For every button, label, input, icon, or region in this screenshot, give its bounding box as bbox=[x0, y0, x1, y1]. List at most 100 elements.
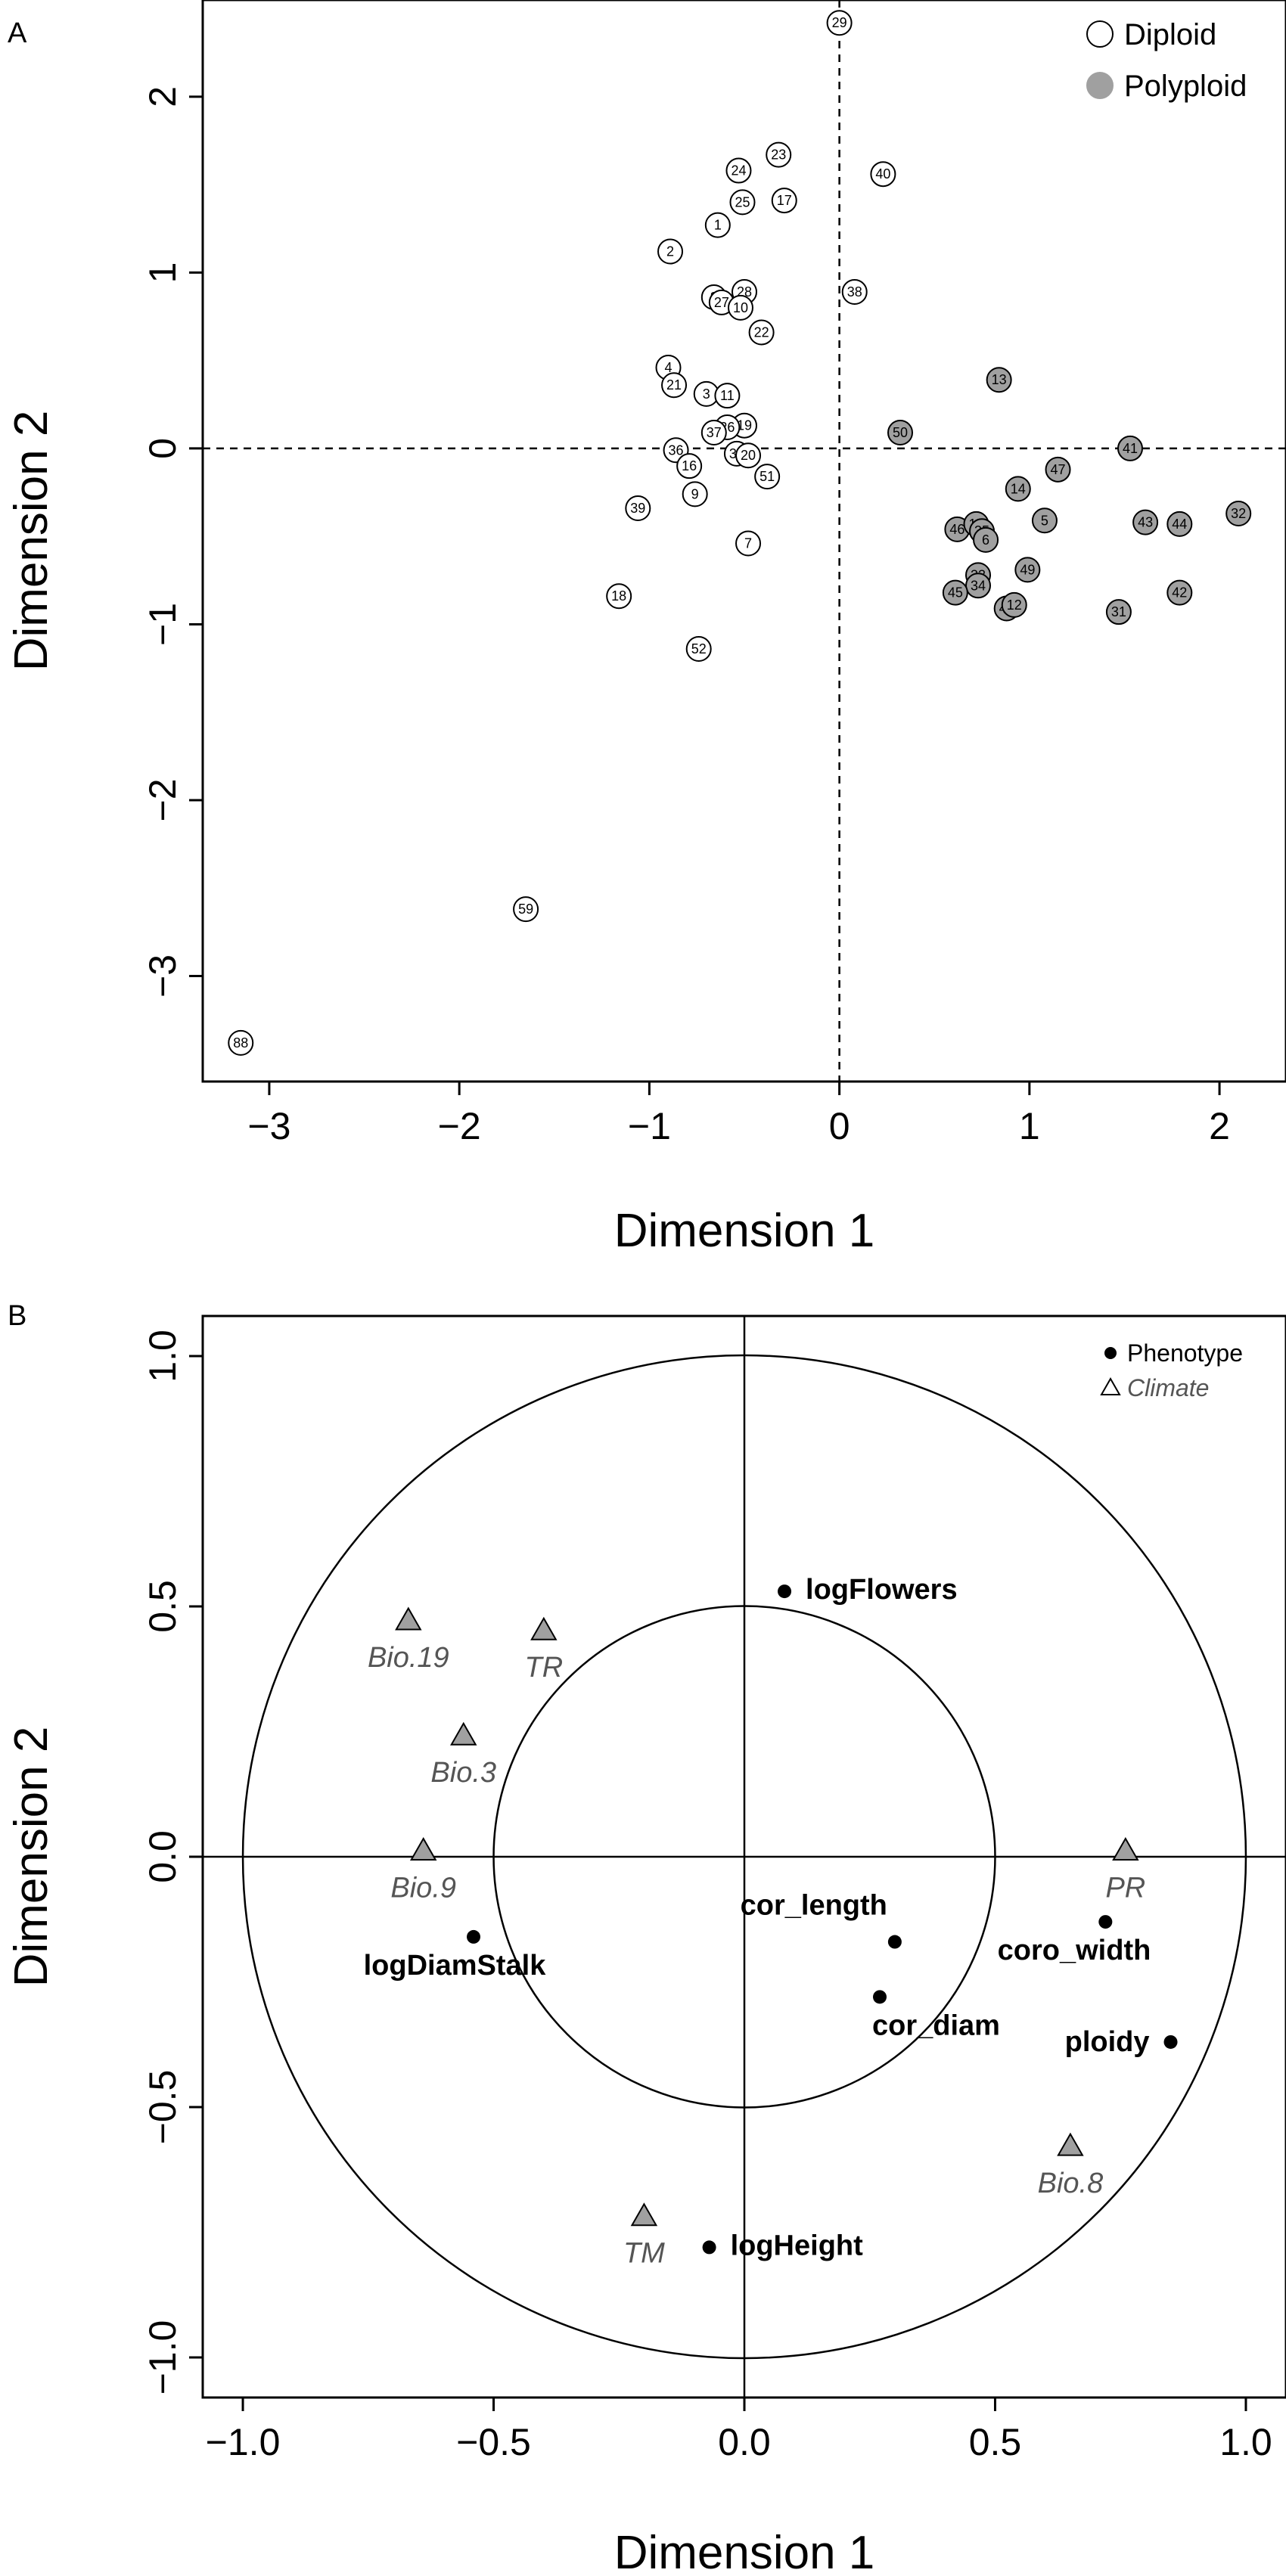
label-phenotype-logdiamstalk: logDiamStalk bbox=[364, 1950, 547, 1982]
point-label-5: 5 bbox=[1041, 513, 1048, 528]
point-diploid-2 bbox=[657, 238, 684, 265]
x-tick-label-a: 0 bbox=[829, 1105, 850, 1147]
label-climate-tr: TR bbox=[524, 1652, 563, 1684]
x-tick-label-a: −1 bbox=[628, 1105, 671, 1147]
legend-label-climate: Climate bbox=[1127, 1374, 1209, 1401]
point-polyploid-12 bbox=[1001, 591, 1027, 618]
point-climate-pr bbox=[1112, 1837, 1139, 1861]
y-tick-label-a: −2 bbox=[141, 778, 184, 821]
y-axis-title-b: Dimension 2 bbox=[5, 1727, 57, 1988]
x-axis-title-b: Dimension 1 bbox=[614, 2527, 875, 2576]
label-climate-bio-3: Bio.3 bbox=[430, 1757, 496, 1789]
x-tick-label-b: −1.0 bbox=[206, 2421, 281, 2463]
point-label-31: 31 bbox=[1111, 604, 1126, 619]
label-phenotype-coro-width: coro_width bbox=[998, 1935, 1151, 1966]
point-label-11: 11 bbox=[720, 388, 735, 403]
point-label-29: 29 bbox=[832, 15, 847, 30]
legend-label-phenotype: Phenotype bbox=[1127, 1339, 1243, 1367]
point-climate-bio-9 bbox=[409, 1837, 437, 1861]
point-diploid-39 bbox=[625, 495, 651, 521]
point-phenotype-logdiamstalk bbox=[467, 1929, 480, 1944]
point-polyploid-50 bbox=[887, 420, 914, 445]
point-label-38: 38 bbox=[847, 284, 862, 299]
point-label-24: 24 bbox=[731, 163, 746, 178]
point-climate-bio-19 bbox=[395, 1606, 422, 1631]
point-label-43: 43 bbox=[1138, 515, 1153, 530]
x-tick-label-b: 0.0 bbox=[718, 2421, 771, 2463]
label-climate-bio-9: Bio.9 bbox=[390, 1872, 456, 1904]
x-tick-label-a: 2 bbox=[1209, 1105, 1230, 1147]
point-polyploid-42 bbox=[1166, 579, 1193, 606]
point-label-42: 42 bbox=[1172, 585, 1187, 601]
x-tick-label-a: −3 bbox=[247, 1105, 290, 1147]
legend-marker-phenotype bbox=[1104, 1347, 1117, 1359]
point-diploid-37 bbox=[700, 420, 727, 445]
point-diploid-20 bbox=[735, 442, 762, 469]
point-label-13: 13 bbox=[992, 372, 1007, 387]
point-label-17: 17 bbox=[777, 193, 792, 208]
legend-a: Diploid Polyploid bbox=[1086, 18, 1247, 103]
plot-frame-b bbox=[201, 1314, 1286, 2399]
point-polyploid-31 bbox=[1105, 599, 1132, 625]
point-label-39: 39 bbox=[630, 501, 645, 516]
point-diploid-22 bbox=[748, 319, 775, 346]
point-polyploid-41 bbox=[1117, 435, 1143, 461]
y-tick-label-a: 2 bbox=[141, 86, 184, 107]
point-label-88: 88 bbox=[233, 1035, 248, 1051]
legend-label-polyploid: Polyploid bbox=[1124, 70, 1247, 103]
point-climate-bio-8 bbox=[1057, 2132, 1084, 2156]
point-label-19: 19 bbox=[737, 418, 752, 433]
point-polyploid-47 bbox=[1045, 456, 1071, 483]
x-axis-title-a: Dimension 1 bbox=[614, 1205, 875, 1257]
point-diploid-23 bbox=[766, 141, 792, 168]
label-climate-pr: PR bbox=[1105, 1872, 1145, 1904]
point-label-49: 49 bbox=[1020, 562, 1035, 577]
point-label-12: 12 bbox=[1007, 597, 1022, 613]
point-label-25: 25 bbox=[735, 194, 750, 209]
point-polyploid-5 bbox=[1031, 507, 1058, 534]
legend-marker-diploid bbox=[1086, 20, 1114, 48]
point-label-52: 52 bbox=[691, 641, 707, 656]
y-tick-label-a: 1 bbox=[141, 262, 184, 284]
legend-marker-polyploid bbox=[1086, 72, 1114, 99]
point-polyploid-45 bbox=[942, 579, 968, 606]
label-phenotype-logflowers: logFlowers bbox=[806, 1574, 958, 1606]
point-climate-tr bbox=[530, 1616, 558, 1640]
point-label-37: 37 bbox=[707, 425, 722, 440]
point-diploid-88 bbox=[228, 1029, 254, 1056]
point-label-16: 16 bbox=[682, 458, 697, 473]
point-label-32: 32 bbox=[1231, 506, 1246, 521]
point-diploid-16 bbox=[676, 453, 703, 480]
point-diploid-9 bbox=[682, 481, 708, 507]
legend-b: Phenotype Climate bbox=[1100, 1339, 1243, 1401]
point-phenotype-logheight bbox=[702, 2240, 716, 2255]
point-label-10: 10 bbox=[733, 300, 748, 315]
point-label-14: 14 bbox=[1011, 481, 1026, 496]
point-diploid-38 bbox=[841, 278, 868, 305]
point-climate-tm bbox=[630, 2202, 658, 2227]
legend-label-diploid: Diploid bbox=[1124, 18, 1216, 51]
x-tick-label-b: −0.5 bbox=[456, 2421, 531, 2463]
y-tick-label-b: 1.0 bbox=[141, 1330, 184, 1383]
point-phenotype-cor-diam bbox=[873, 1990, 887, 2004]
point-phenotype-cor-length bbox=[887, 1935, 902, 1949]
point-label-45: 45 bbox=[948, 585, 963, 601]
point-diploid-24 bbox=[725, 157, 752, 184]
y-tick-label-a: −3 bbox=[141, 954, 184, 998]
x-tick-label-a: −2 bbox=[438, 1105, 481, 1147]
label-phenotype-logheight: logHeight bbox=[731, 2230, 864, 2261]
y-tick-label-b: −0.5 bbox=[141, 2070, 184, 2145]
panel-letter-a: A bbox=[8, 17, 27, 49]
x-tick-label-b: 1.0 bbox=[1219, 2421, 1272, 2463]
y-tick-label-b: −1.0 bbox=[141, 2320, 184, 2395]
label-climate-tm: TM bbox=[623, 2238, 665, 2270]
label-phenotype-ploidy: ploidy bbox=[1065, 2026, 1150, 2058]
y-tick-label-a: −1 bbox=[141, 603, 184, 646]
point-polyploid-14 bbox=[1005, 476, 1031, 502]
point-label-9: 9 bbox=[691, 486, 699, 501]
point-label-41: 41 bbox=[1123, 441, 1138, 456]
point-label-20: 20 bbox=[741, 448, 756, 463]
plot-frame-a bbox=[201, 0, 1286, 1083]
point-diploid-25 bbox=[729, 189, 756, 216]
